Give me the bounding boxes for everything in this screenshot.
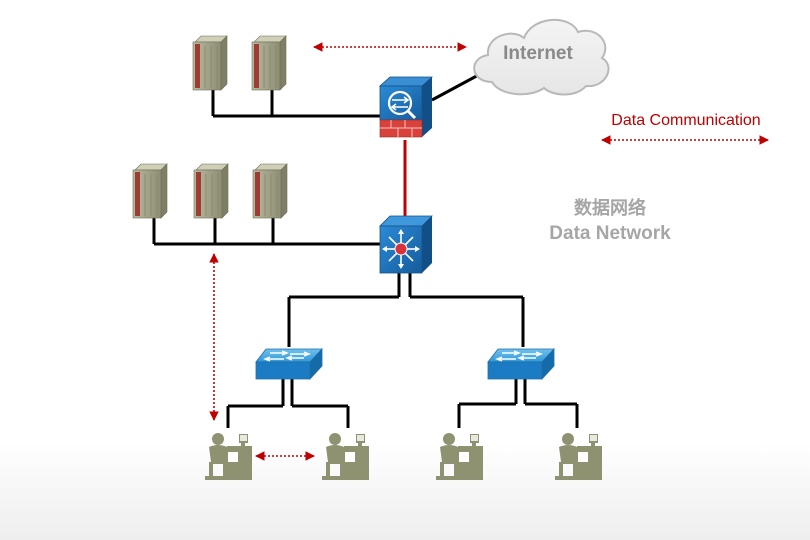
switch-icon <box>255 348 323 380</box>
internet-cloud-icon: Internet <box>473 19 610 96</box>
core-switch-icon <box>379 215 433 274</box>
workstation-icon <box>553 431 604 482</box>
internet-label: Internet <box>503 43 573 64</box>
server-icon <box>251 35 287 91</box>
diagram-title-en: Data Network <box>549 223 671 244</box>
server-icon <box>252 163 288 219</box>
distribution-links <box>287 272 525 347</box>
top-server-bus <box>211 90 384 118</box>
switch-icon <box>487 348 555 380</box>
server-icon <box>132 163 168 219</box>
middle-server-bus <box>152 218 382 246</box>
diagram-title-cn: 数据网络 <box>574 197 646 219</box>
workstation-icon <box>434 431 485 482</box>
workstation-icon <box>203 431 254 482</box>
access-links-left <box>226 379 350 428</box>
firewall-router-icon <box>378 76 434 138</box>
access-links-right <box>457 379 579 428</box>
workstation-icon <box>320 431 371 482</box>
firewall-internet-link <box>431 70 485 102</box>
server-icon <box>193 163 229 219</box>
server-icon <box>192 35 228 91</box>
legend-label: Data Communication <box>611 112 760 129</box>
